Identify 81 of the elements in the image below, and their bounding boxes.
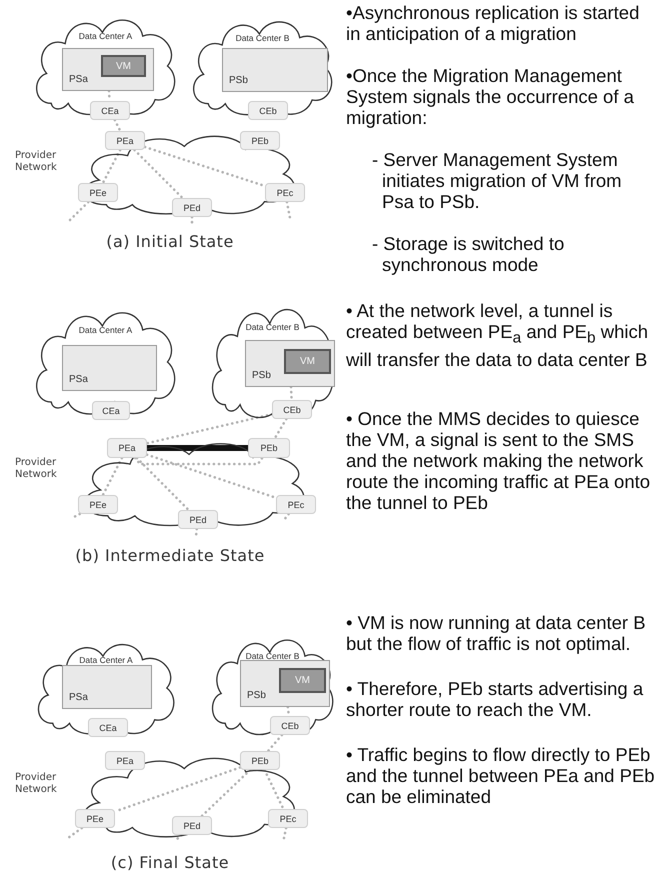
router-box: CEa: [90, 101, 130, 120]
panel-caption: (a) Initial State: [105, 232, 235, 251]
panel-caption: (c) Final State: [110, 853, 230, 872]
cloud-label: Data Center B: [244, 651, 300, 662]
dotted-line: [136, 456, 190, 512]
server-label: PSa: [69, 374, 88, 385]
router-box: PEb: [240, 131, 280, 150]
router-box: PEb: [240, 751, 280, 770]
sub-bullet-text: - Storage is switched to synchronous mode: [372, 233, 566, 275]
router-box: PEe: [78, 495, 118, 514]
vm-box: VM: [284, 349, 331, 374]
network-cloud: [15, 128, 307, 220]
bullet-text: • Once the MMS decides to quiesce the VM, a signal is sent to the SMS and the network making the network route the incoming traffic at PEa onto the tunnel to PEb: [346, 408, 652, 513]
bullet-text: • VM is now running at data center B but the flow of traffic is not optimal.: [346, 612, 647, 654]
router-box: PEb: [248, 438, 290, 458]
server-box: [62, 665, 152, 709]
server-label: PSb: [229, 75, 248, 86]
server-label: PSa: [69, 74, 88, 85]
bullet-text: • Traffic begins to flow directly to PEb and the tunnel between PEa and PEb can be eliminated: [346, 744, 656, 807]
cloud-label: Data Center A: [78, 655, 134, 666]
router-box: PEe: [75, 809, 115, 828]
server-label: PSb: [247, 690, 266, 701]
dotted-line: [274, 418, 288, 440]
dotted-line: [68, 200, 90, 222]
server-label: PSa: [69, 692, 88, 703]
cloud-label: Data Center A: [78, 31, 134, 42]
dotted-line: [194, 528, 198, 538]
network-label: Provider Network: [15, 150, 58, 174]
dotted-line: [133, 148, 184, 200]
router-box: CEb: [270, 716, 310, 735]
network-label: Provider Network: [15, 772, 58, 796]
dotted-line: [134, 456, 264, 466]
bullet-text: • Therefore, PEb starts advertising a shorter route to reach the VM.: [346, 678, 644, 720]
network-cloud: [15, 435, 317, 532]
router-box: PEa: [105, 131, 145, 150]
cloud-label: Data Center B: [244, 322, 300, 332]
router-box: PEe: [78, 183, 118, 202]
server-box: [62, 345, 157, 391]
dotted-line: [282, 512, 290, 522]
server-box: [240, 660, 330, 707]
router-box: PEd: [172, 198, 212, 217]
vm-box: VM: [101, 55, 146, 77]
dotted-line: [102, 148, 122, 184]
bullet-text: •Once the Migration Management System signals the occurrence of a migration:: [346, 65, 635, 128]
dotted-line: [70, 512, 81, 520]
cloud-label: Data Center A: [78, 324, 134, 335]
dotted-line: [282, 826, 288, 840]
router-box: CEa: [92, 401, 130, 420]
server-box: [222, 48, 328, 92]
dotted-line: [286, 200, 292, 220]
server-box: [245, 340, 335, 387]
dotted-line: [266, 734, 284, 752]
dotted-line: [102, 456, 124, 496]
router-box: PEc: [265, 183, 305, 202]
router-box: PEa: [105, 751, 145, 770]
router-box: PEa: [107, 438, 147, 458]
dotted-line: [66, 826, 84, 840]
router-box: CEb: [272, 400, 312, 419]
router-box: CEb: [248, 101, 288, 120]
panel-caption: (b) Intermediate State: [74, 546, 266, 565]
cloud-label: Data Center B: [234, 32, 290, 43]
tunnel-line: [147, 445, 248, 451]
server-box: [62, 48, 154, 91]
dotted-line: [200, 768, 252, 818]
sub-bullet-text: - Server Management System initiates migration of VM from Psa to PSb.: [372, 149, 623, 212]
router-box: CEa: [88, 718, 128, 737]
dotted-line: [190, 216, 194, 226]
bullet-text: • At the network level, a tunnel is created between PE$_{a}$ and PE$_{b}$ which will transfer the data to data center B: [346, 300, 650, 370]
dotted-line: [146, 412, 274, 445]
dotted-line: [290, 386, 293, 402]
router-box: PEc: [268, 809, 308, 828]
dotted-line: [174, 834, 183, 842]
vm-box: VM: [279, 668, 326, 693]
router-box: PEd: [172, 816, 212, 835]
router-box: PEc: [276, 495, 316, 514]
network-label: Provider Network: [15, 457, 58, 481]
dotted-line: [114, 118, 122, 132]
server-label: PSb: [252, 370, 271, 381]
bullet-text: •Asynchronous replication is started in anticipation of a migration: [346, 2, 640, 44]
router-box: PEd: [178, 510, 218, 529]
dotted-line: [263, 768, 285, 810]
